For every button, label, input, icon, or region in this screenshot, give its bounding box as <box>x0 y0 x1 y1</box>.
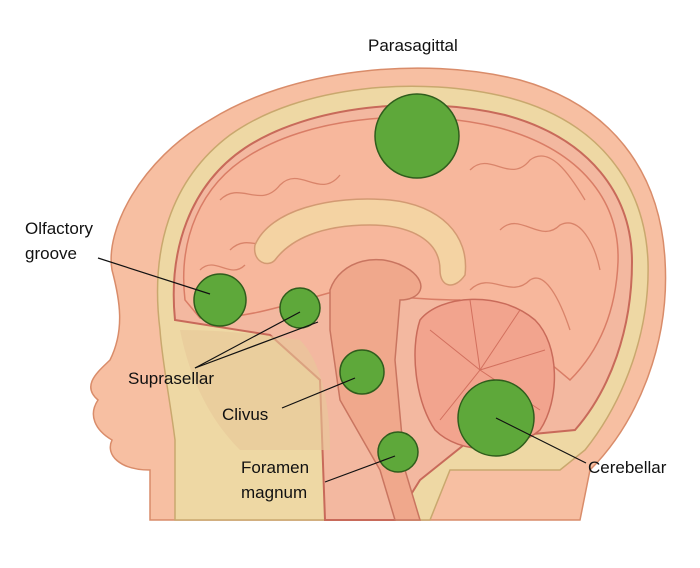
corpus-callosum <box>253 198 467 286</box>
tumor-suprasellar <box>279 287 321 329</box>
label-foramen-line2: magnum <box>241 483 308 502</box>
tumor-parasagittal <box>374 93 460 179</box>
label-olfactory-line1: Olfactory <box>25 219 94 238</box>
label-olfactory-line2: groove <box>25 244 77 263</box>
label-clivus: Clivus <box>222 405 269 424</box>
tumor-foramen-magnum <box>377 431 419 473</box>
tumor-clivus <box>339 349 385 395</box>
label-suprasellar: Suprasellar <box>128 369 214 388</box>
leader-lines <box>97 257 587 483</box>
label-foramen-line1: Foramen <box>241 458 310 477</box>
label-cerebellar: Cerebellar <box>588 458 667 477</box>
gyri-pattern <box>199 155 601 331</box>
label-parasagittal: Parasagittal <box>368 36 458 55</box>
tumor-olfactory-groove <box>193 273 247 327</box>
